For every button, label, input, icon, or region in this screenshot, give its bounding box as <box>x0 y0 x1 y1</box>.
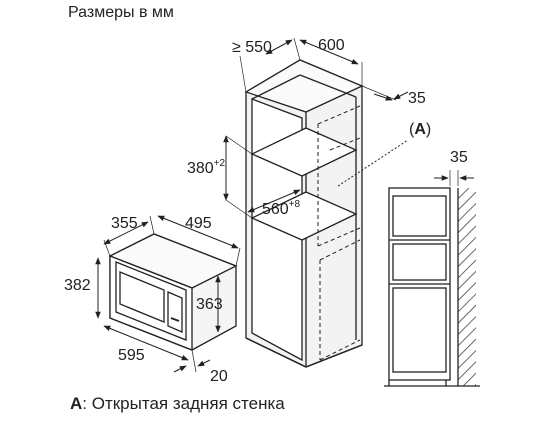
cabinet-depth-label: ≥ 550 <box>232 39 272 56</box>
marker-a-label: (A) <box>409 121 431 138</box>
side-view <box>384 187 480 387</box>
diagram-title: Размеры в мм <box>68 4 174 21</box>
microwave <box>108 233 238 351</box>
niche-width-label: 560+8 <box>262 199 301 218</box>
microwave-depth-label: 355 <box>111 215 138 232</box>
niche-height-label: 380+2 <box>187 158 226 177</box>
wall-gap-label: 35 <box>450 149 468 166</box>
microwave-height-label: 382 <box>64 277 91 294</box>
caption: A: Открытая задняя стенка <box>70 394 285 414</box>
microwave-front-depth-label: 20 <box>210 368 228 385</box>
microwave-width-label: 595 <box>118 347 145 364</box>
microwave-inner-height-label: 363 <box>196 296 223 313</box>
cabinet-vent-gap-label: 35 <box>408 90 426 107</box>
caption-letter: A <box>70 394 83 413</box>
cabinet-width-label: 600 <box>318 37 345 54</box>
caption-text: : Открытая задняя стенка <box>82 394 285 413</box>
microwave-body-depth-label: 495 <box>185 215 212 232</box>
tall-cabinet <box>244 59 364 368</box>
